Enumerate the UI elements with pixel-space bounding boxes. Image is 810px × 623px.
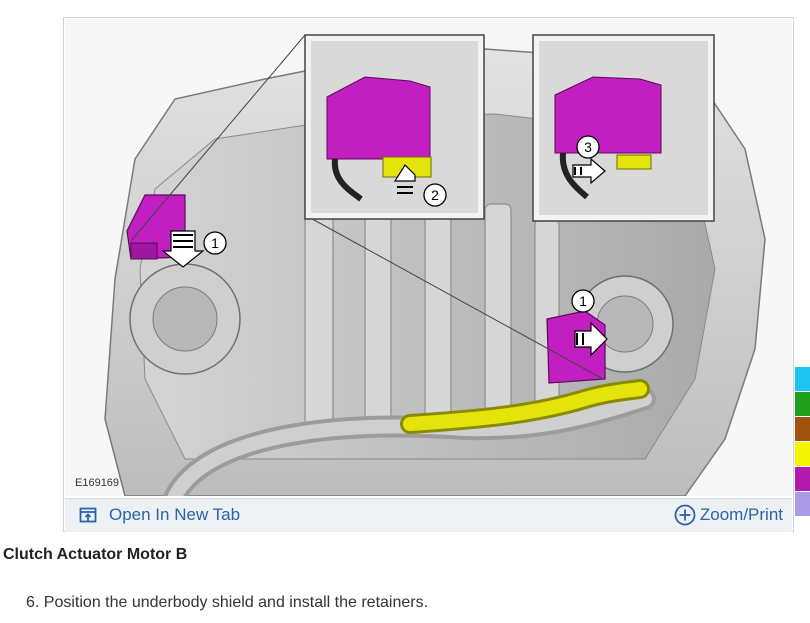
open-in-new-tab-label: Open In New Tab: [109, 505, 241, 524]
svg-text:1: 1: [579, 293, 587, 309]
svg-text:2: 2: [431, 187, 439, 203]
color-swatch: [795, 467, 810, 492]
zoom-print-button[interactable]: Zoom/Print: [674, 504, 783, 526]
color-swatch: [795, 442, 810, 467]
plus-circle-icon: [674, 504, 696, 526]
color-swatch: [795, 392, 810, 417]
color-swatch: [795, 492, 810, 517]
color-swatch: [795, 367, 810, 392]
callout-inset-right: 3: [576, 135, 600, 159]
svg-text:3: 3: [584, 139, 592, 155]
illustration: 1 1 2 3 E169169: [65, 19, 792, 496]
color-swatch-strip: [795, 367, 810, 517]
figure-id-label: E169169: [75, 477, 120, 489]
figure-card: 1 1 2 3 E169169 Open In New Tab: [63, 17, 794, 532]
figure-toolbar: Open In New Tab Zoom/Print: [65, 498, 792, 532]
callout-right-main: 1: [571, 289, 595, 313]
callout-left-main: 1: [203, 231, 227, 255]
section-title: Clutch Actuator Motor B: [3, 546, 188, 563]
zoom-print-label: Zoom/Print: [699, 505, 783, 524]
open-in-new-tab-button[interactable]: Open In New Tab: [79, 505, 240, 525]
color-swatch: [795, 417, 810, 442]
step-text: 6. Position the underbody shield and ins…: [26, 594, 429, 611]
open-in-new-tab-icon: [79, 507, 97, 523]
svg-text:1: 1: [211, 235, 219, 251]
callout-inset-left: 2: [423, 183, 447, 207]
transmission-illustration: 1 1 2 3: [65, 19, 792, 496]
